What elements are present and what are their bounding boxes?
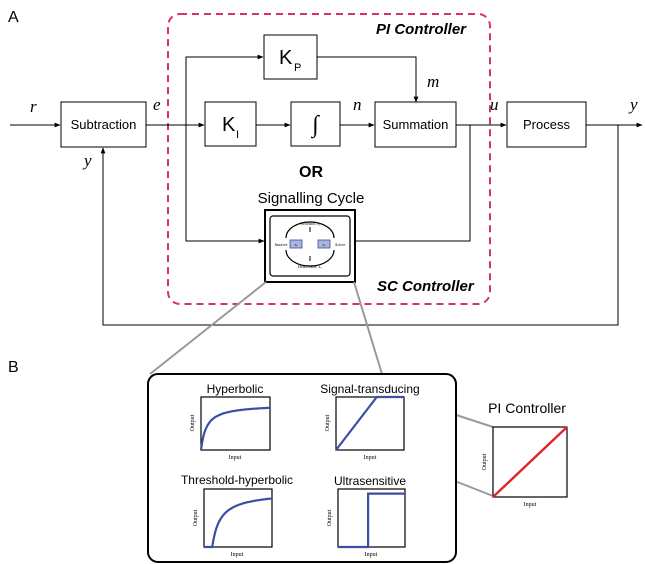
plot-signal-transducing-xlabel: Input [364, 455, 377, 461]
plot-pi-ylabel: Output [482, 453, 488, 470]
plot-pi-xlabel: Input [524, 502, 537, 508]
panel-b-label: B [8, 359, 19, 376]
pi-controller-label: PI Controller [376, 21, 467, 38]
panel-a-label: A [8, 9, 19, 26]
active-node [317, 239, 331, 249]
signal-y-output: y [628, 95, 638, 114]
plot-ultrasensitive-xlabel: Input [365, 552, 378, 558]
summation-label: Summation [383, 117, 449, 132]
cycle-deactivator-label: Deactivator, x₂ [298, 264, 322, 270]
plot-hyperbolic-curve [199, 406, 270, 451]
signalling-cycle-label: Signalling Cycle [258, 190, 365, 207]
plot-signal-transducing: Signal-transducing Input Output [320, 382, 419, 461]
ki-subscript: I [236, 129, 239, 141]
cycle-arc-top [285, 221, 335, 239]
plot-pi-controller: PI Controller Input Output [482, 400, 568, 508]
integral-block: ∫ [290, 101, 341, 147]
cycle-arc-bottom [285, 249, 335, 267]
kp-block: K P [263, 34, 318, 80]
cycle-active-label: Active [335, 242, 346, 247]
plot-threshold-hyperbolic-ylabel: Output [193, 509, 199, 526]
subtraction-block: Subtraction [60, 101, 147, 148]
kp-label: K [279, 47, 293, 69]
plot-pi-line [492, 426, 568, 498]
plot-signal-transducing-ylabel: Output [325, 414, 331, 431]
ki-block: K I [204, 101, 257, 147]
or-label: OR [299, 164, 323, 181]
cycle-activator-label: Activator, x₁ [300, 221, 321, 227]
process-block: Process [506, 101, 587, 148]
integral-label: ∫ [310, 112, 320, 139]
plot-hyperbolic-xlabel: Input [229, 455, 242, 461]
plot-hyperbolic-ylabel: Output [190, 414, 196, 431]
response-types-panel [147, 373, 457, 563]
plot-pi-title: PI Controller [488, 400, 566, 416]
process-label: Process [523, 117, 570, 132]
cycle-inactive-label: Inactive [275, 242, 288, 247]
plot-ultrasensitive-curve [338, 492, 405, 549]
signal-n: n [353, 95, 362, 114]
ki-label: K [222, 114, 236, 136]
active-node-label: Xₐ [322, 243, 326, 247]
plot-ultrasensitive-ylabel: Output [327, 509, 333, 526]
plot-threshold-hyperbolic-xlabel: Input [231, 552, 244, 558]
plot-hyperbolic-title: Hyperbolic [207, 382, 264, 396]
plot-threshold-hyperbolic-curve [204, 497, 273, 549]
inactive-node [289, 239, 303, 249]
plot-hyperbolic: Hyperbolic Input Output [190, 382, 271, 461]
inactive-node-label: Xᵢ [294, 243, 298, 247]
signal-wires [10, 54, 643, 326]
summation-block: Summation [374, 101, 457, 148]
controller-dashed-box [167, 13, 491, 305]
signal-u: u [490, 95, 499, 114]
plot-signal-transducing-curve [335, 395, 404, 451]
subtraction-label: Subtraction [71, 117, 137, 132]
signal-e: e [153, 95, 161, 114]
signal-m: m [427, 72, 439, 91]
kp-subscript: P [294, 62, 301, 74]
plot-signal-transducing-title: Signal-transducing [320, 382, 419, 396]
signal-r: r [30, 97, 37, 116]
signal-y-feedback: y [82, 151, 92, 170]
sc-controller-label: SC Controller [377, 278, 475, 295]
signalling-cycle-block: Xᵢ Xₐ Activator, x₁ Deactivator, x₂ Inac… [264, 209, 356, 283]
plot-threshold-hyperbolic-title: Threshold-hyperbolic [181, 473, 293, 487]
plot-ultrasensitive: Ultrasensitive Input Output [327, 474, 406, 558]
plot-threshold-hyperbolic: Threshold-hyperbolic Input Output [181, 473, 293, 558]
plot-ultrasensitive-title: Ultrasensitive [334, 474, 406, 488]
